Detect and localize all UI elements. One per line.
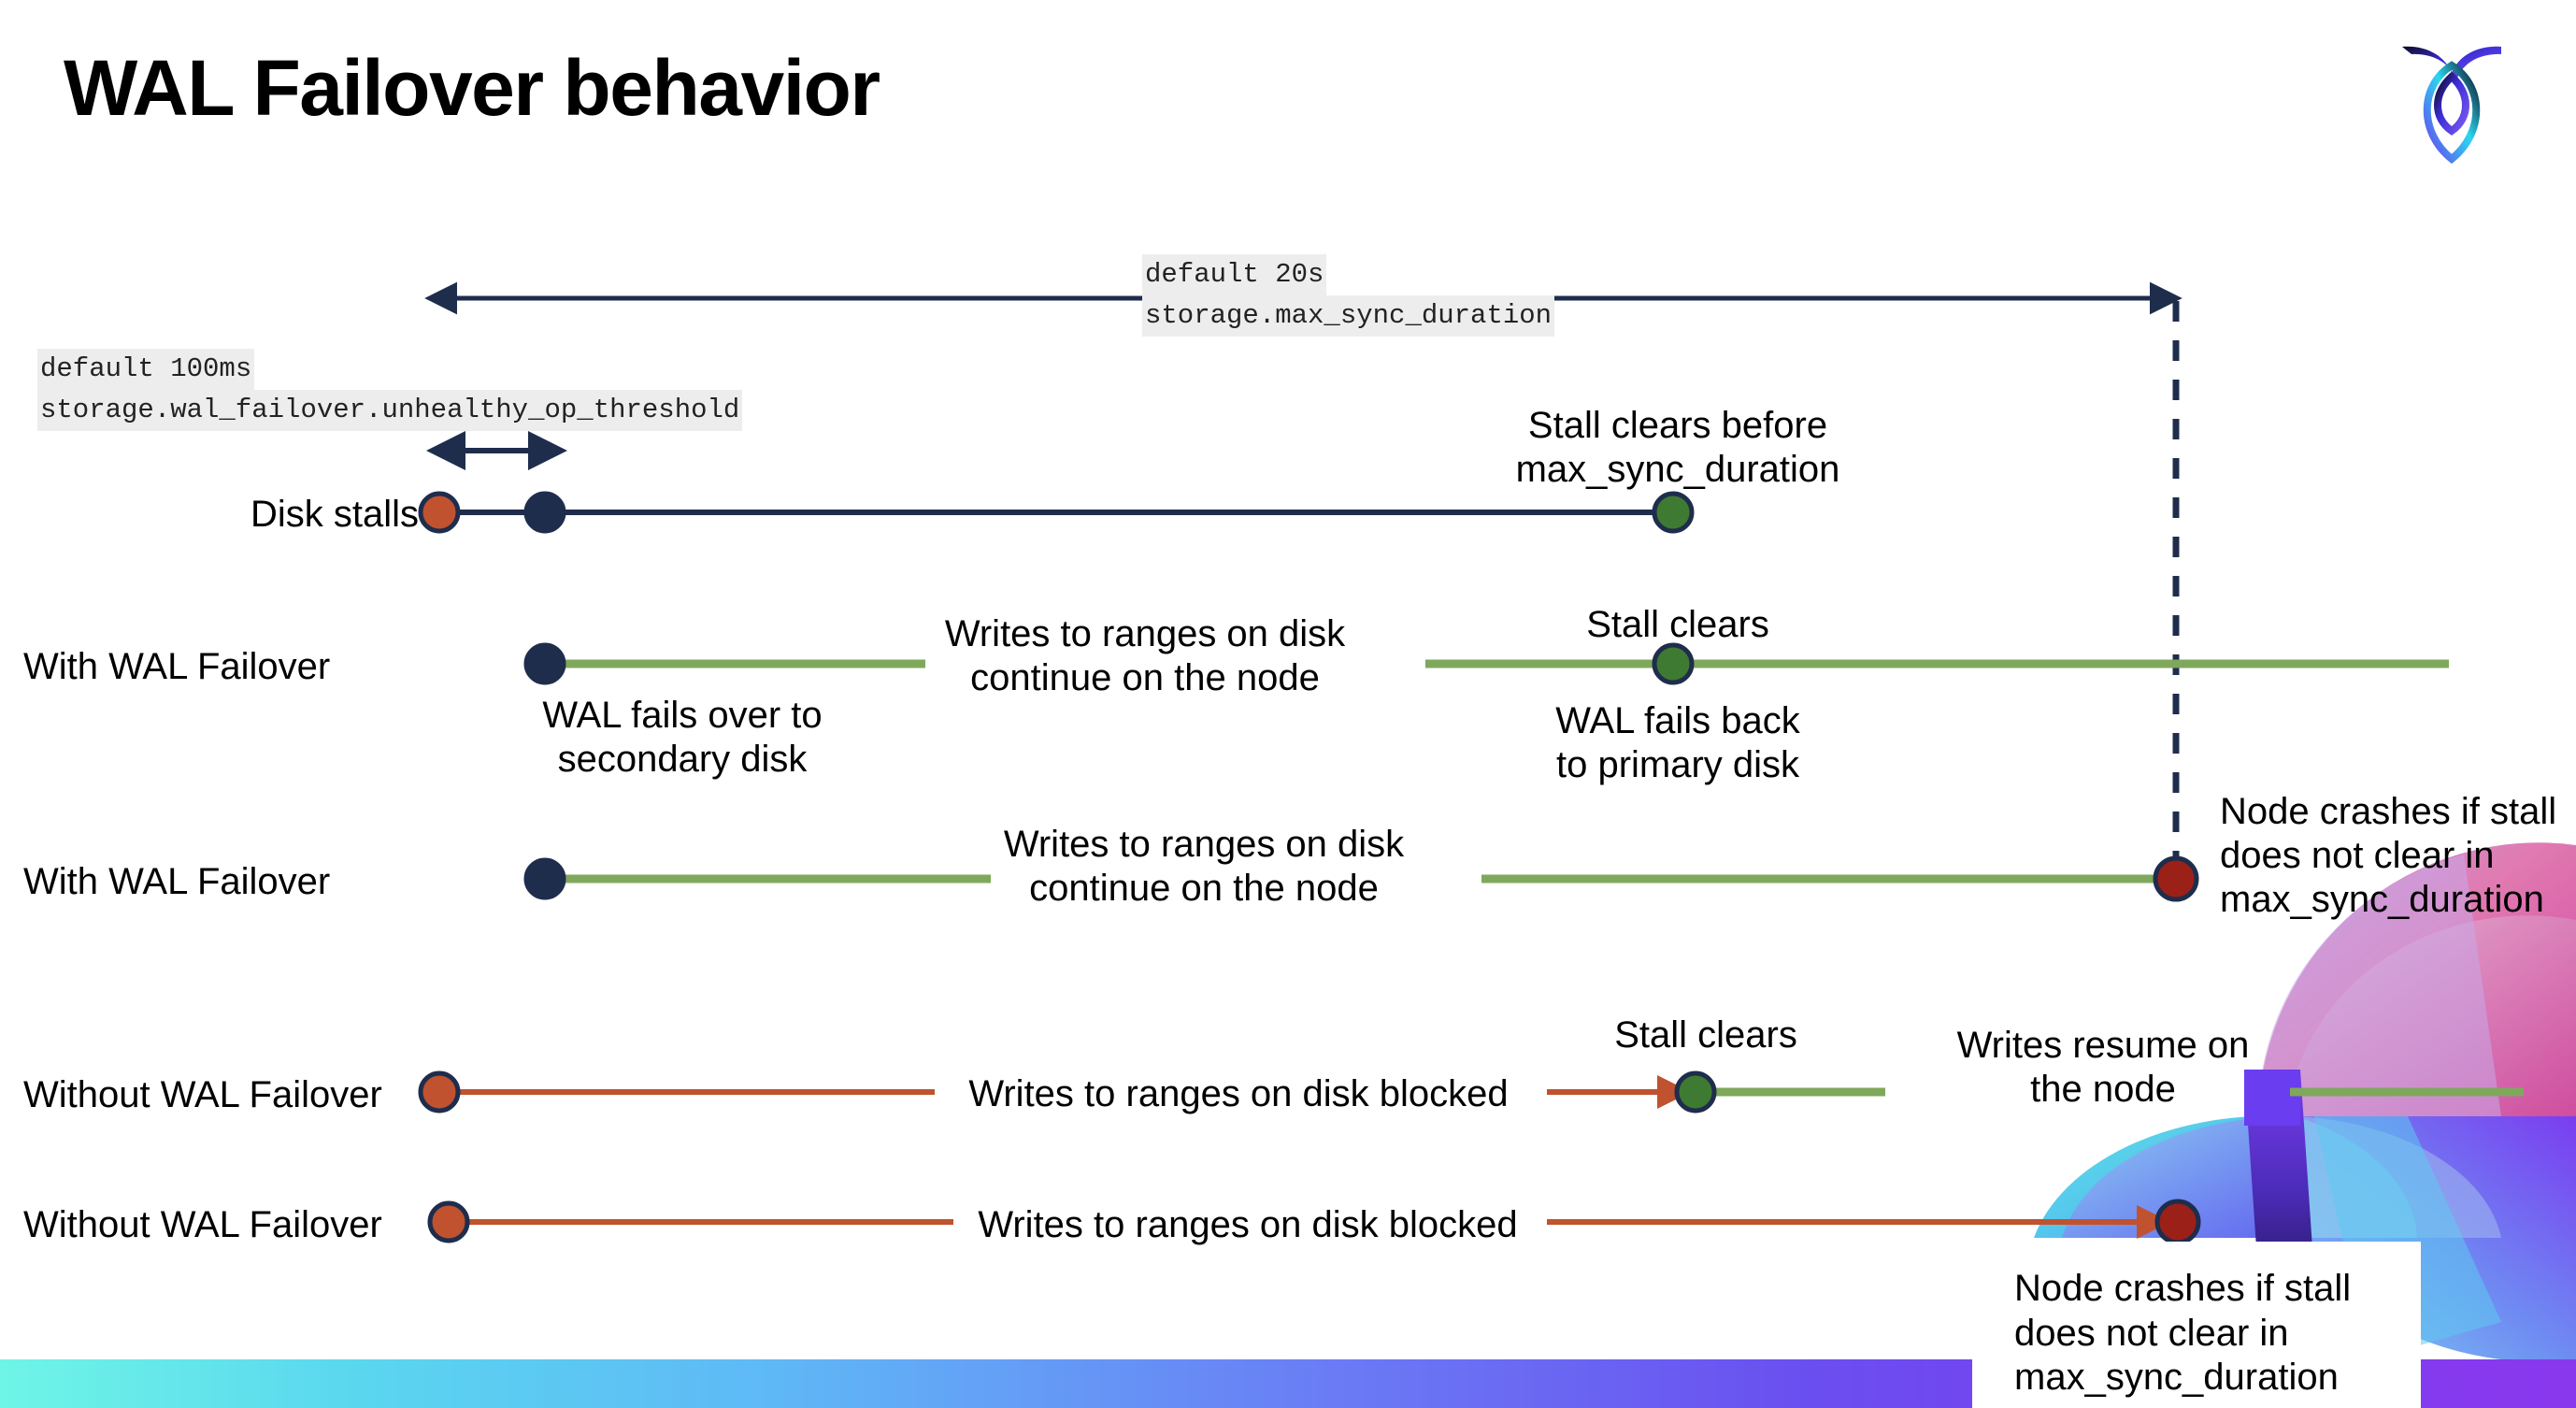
unhealthy-op-threshold-setting: storage.wal_failover.unhealthy_op_thresh…	[37, 390, 743, 432]
annotation-wal-fails-back: WAL fails back to primary disk	[1555, 700, 1800, 786]
page-title: WAL Failover behavior	[64, 44, 880, 132]
annotation-writes-blocked-row4: Writes to ranges on disk blocked	[968, 1073, 1509, 1114]
annotation-writes-resume: Writes resume on the node	[1956, 1025, 2250, 1111]
row-track-disk-stalls	[418, 491, 1695, 534]
row-label-with-wal-failover-crashes: With WAL Failover	[23, 861, 331, 902]
row-track-with-wal-failover-crashes	[523, 855, 2199, 902]
annotation-stall-clears-row2: Stall clears	[1586, 604, 1769, 645]
row-track-without-wal-failover-recovers	[418, 1070, 2524, 1113]
annotation-node-crashes-row5: Node crashes if stall does not clear in …	[2014, 1268, 2352, 1399]
annotation-wal-fails-over: WAL fails over to secondary disk	[542, 695, 823, 781]
row-label-without-wal-failover-crashes: Without WAL Failover	[23, 1204, 382, 1245]
row-track-without-wal-failover-crashes	[427, 1199, 2201, 1245]
cockroachdb-logo-icon	[2402, 46, 2501, 164]
max-sync-duration-note: default 20s storage.max_sync_duration	[1142, 254, 1555, 338]
annotation-stall-clears-before: Stall clears before max_sync_duration	[1515, 405, 1840, 491]
annotation-node-crashes-row3: Node crashes if stall does not clear in …	[2220, 791, 2557, 921]
unhealthy-op-threshold-default: default 100ms	[37, 349, 255, 391]
row-label-with-wal-failover-recovers: With WAL Failover	[23, 646, 331, 687]
row-track-with-wal-failover-recovers	[523, 642, 2449, 685]
annotation-writes-blocked-row5: Writes to ranges on disk blocked	[978, 1204, 1518, 1245]
annotation-writes-continue-row2: Writes to ranges on disk continue on the…	[944, 613, 1346, 699]
annotation-writes-continue-row3: Writes to ranges on disk continue on the…	[1003, 824, 1405, 910]
unhealthy-op-threshold-note: default 100ms storage.wal_failover.unhea…	[37, 349, 743, 432]
row-label-without-wal-failover-recovers: Without WAL Failover	[23, 1074, 382, 1115]
row-label-disk-stalls: Disk stalls	[250, 494, 419, 535]
node-crash-callout-box	[1972, 1242, 2421, 1408]
max-sync-duration-setting: storage.max_sync_duration	[1142, 295, 1555, 338]
max-sync-duration-default: default 20s	[1142, 254, 1327, 296]
annotation-stall-clears-row4: Stall clears	[1614, 1014, 1797, 1056]
